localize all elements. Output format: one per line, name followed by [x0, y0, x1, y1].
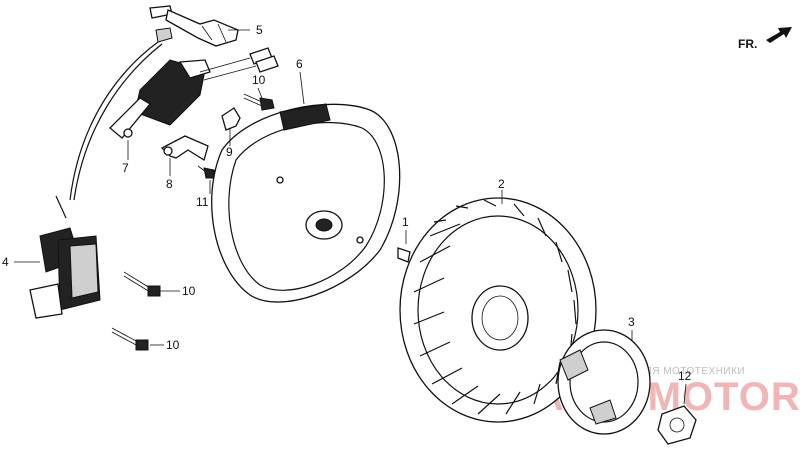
bolt-middle	[123, 271, 161, 297]
callout-8: 8	[166, 177, 173, 191]
screw-11	[197, 165, 215, 179]
spark-plug-cap	[149, 5, 239, 47]
bolt-upper	[243, 93, 275, 111]
bolt-lower	[111, 327, 149, 351]
callout-7: 7	[122, 161, 129, 175]
flywheel-nut	[657, 405, 697, 445]
callout-2: 2	[498, 177, 505, 191]
callout-12: 12	[678, 369, 692, 383]
callout-4: 4	[2, 255, 9, 269]
callout-5: 5	[256, 23, 263, 37]
ignition-coil	[29, 195, 101, 319]
callout-10-upper: 10	[252, 73, 266, 87]
callout-9: 9	[226, 145, 233, 159]
starter-pulley	[557, 329, 651, 435]
wire-clip	[221, 107, 241, 131]
front-arrow-icon	[766, 27, 792, 43]
woodruff-key	[397, 247, 411, 263]
callout-10-middle: 10	[182, 284, 196, 298]
stator-cover	[211, 103, 401, 303]
coil-bracket	[160, 135, 209, 162]
flywheel	[399, 197, 597, 423]
leader-lines	[14, 29, 687, 405]
front-label: FR.	[738, 37, 757, 51]
callout-3: 3	[628, 315, 635, 329]
high-tension-lead	[69, 41, 159, 201]
callout-11: 11	[196, 195, 209, 209]
charge-coil	[109, 47, 279, 139]
front-direction-indicator: FR.	[738, 27, 792, 51]
callout-6: 6	[296, 57, 303, 71]
callout-1: 1	[402, 215, 409, 229]
callout-10-lower: 10	[166, 338, 180, 352]
high-tension-lead-outline	[73, 43, 163, 201]
